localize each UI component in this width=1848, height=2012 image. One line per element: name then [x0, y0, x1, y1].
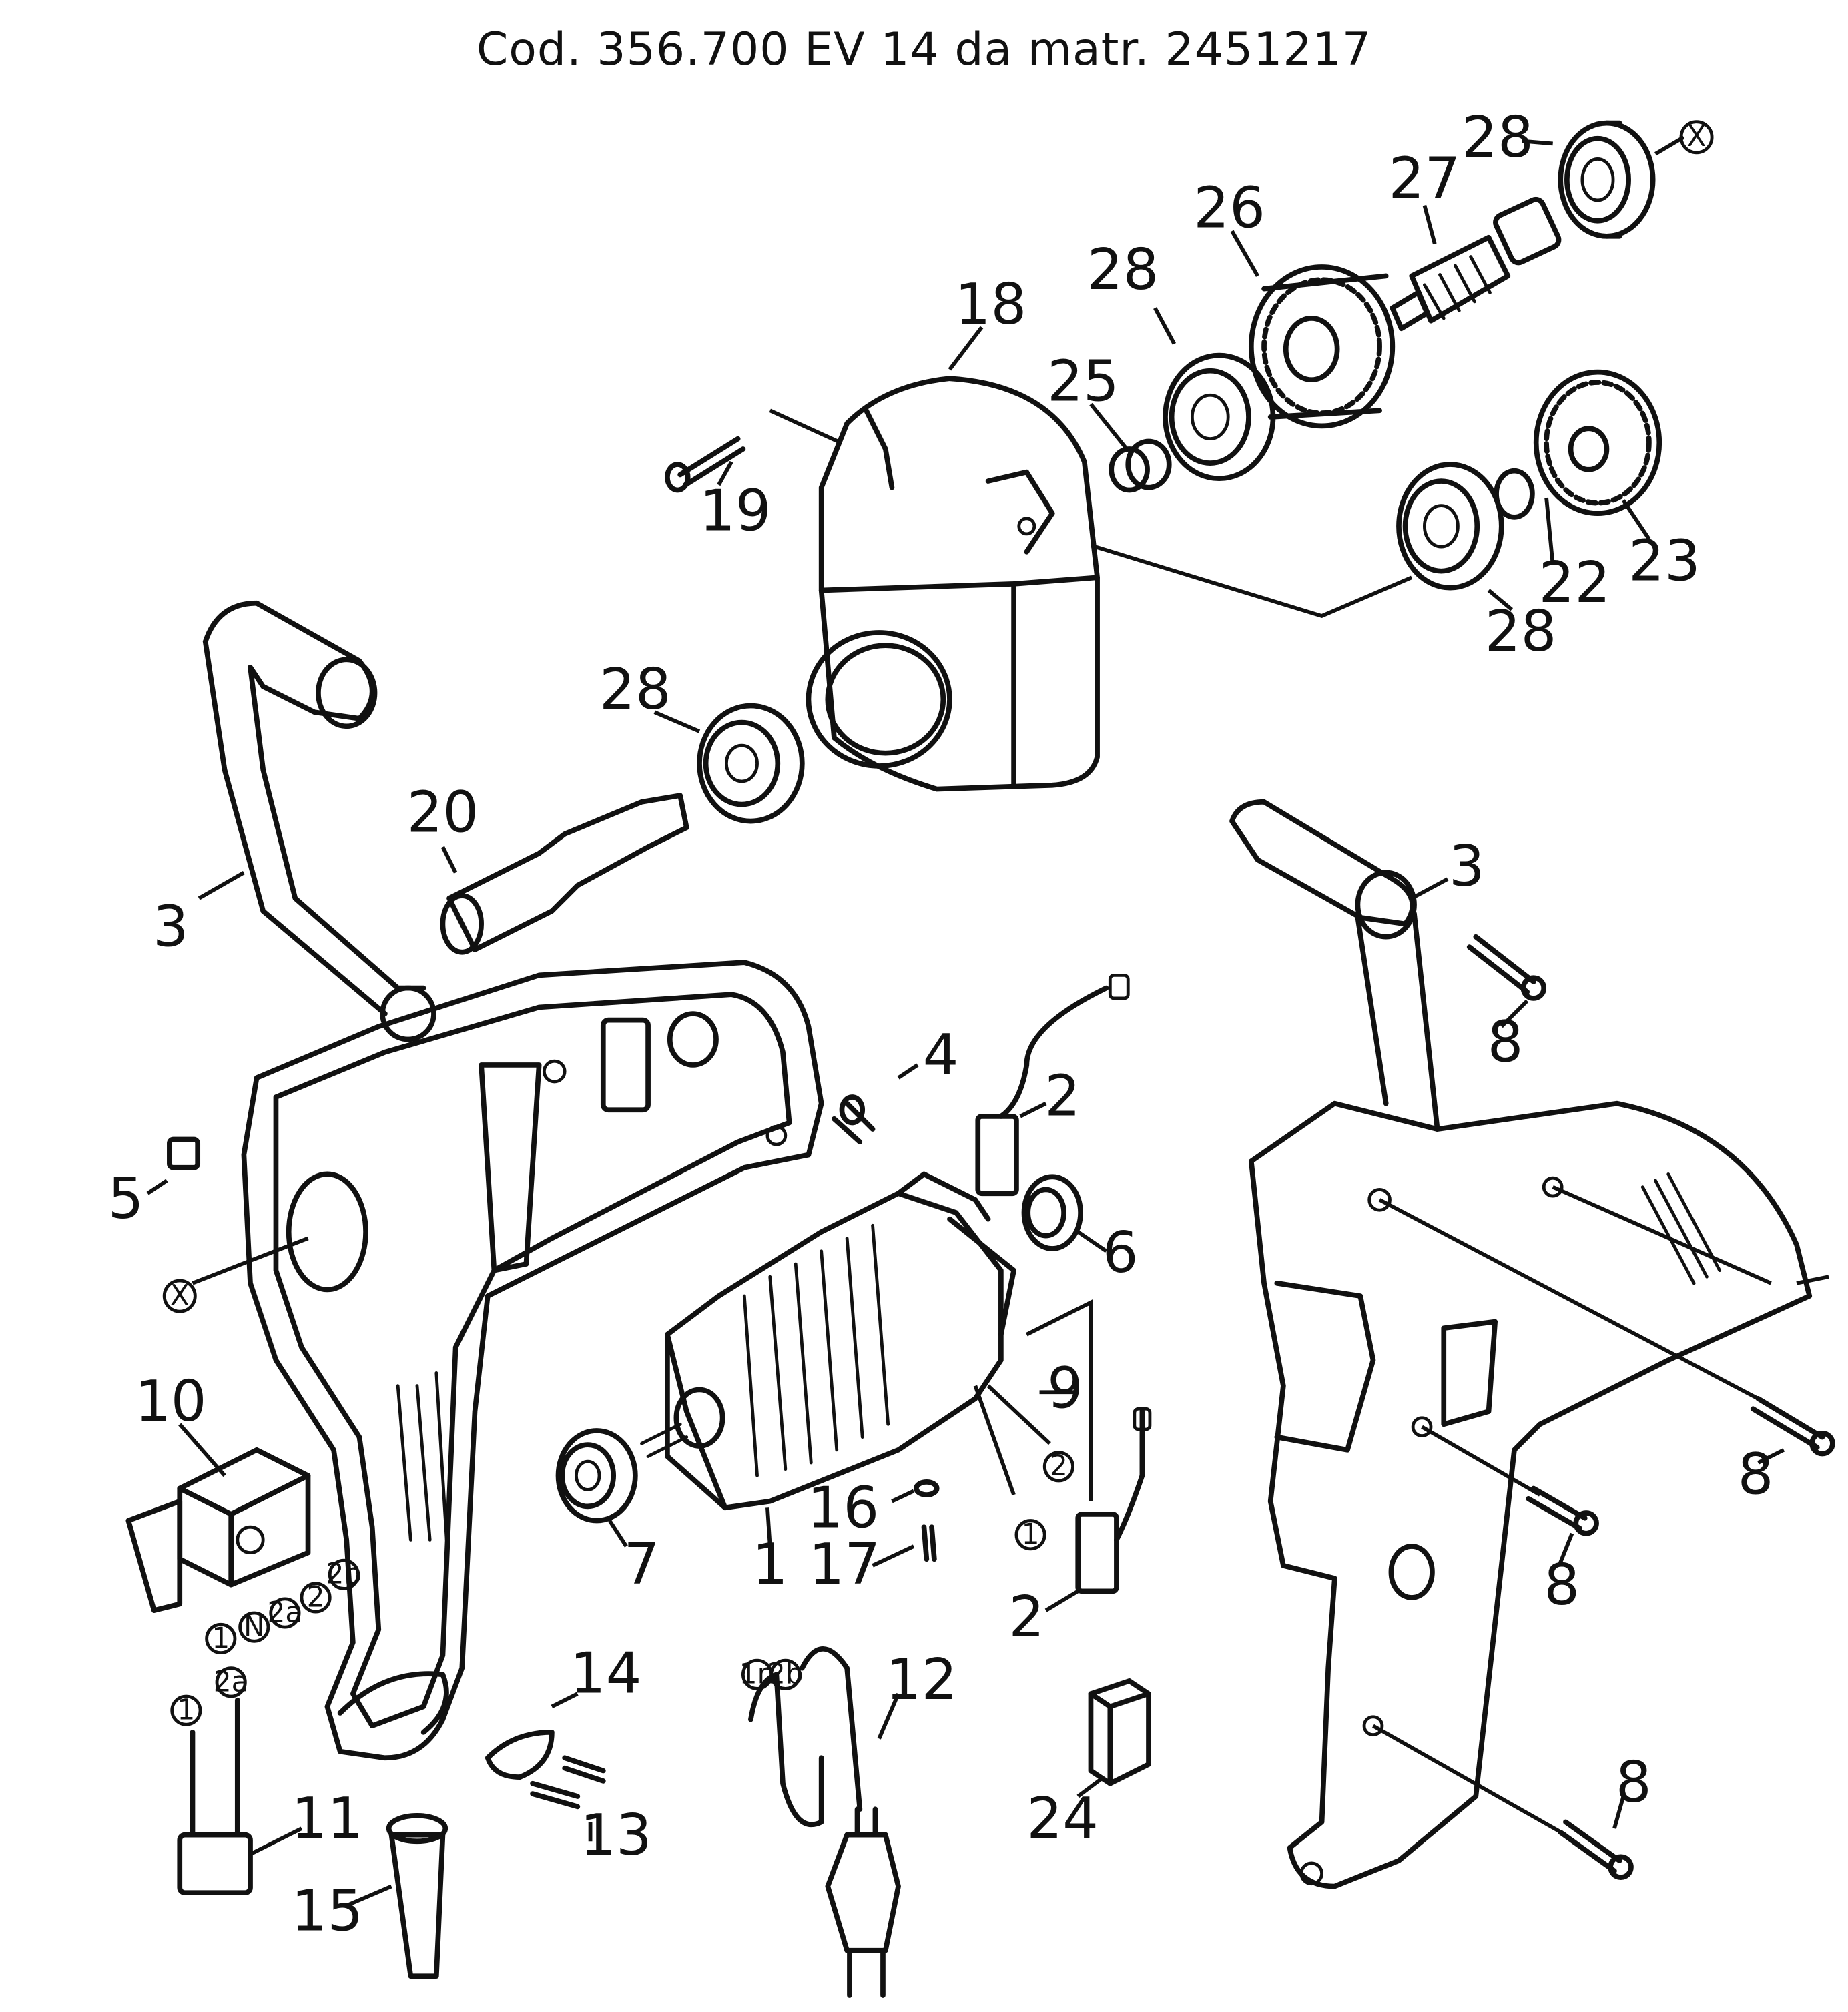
cable-clamp-14 — [485, 1729, 555, 1780]
housing-right-half — [1248, 1100, 1813, 1889]
label-part-2: 2 — [1008, 1584, 1044, 1650]
gear-26 — [1248, 264, 1396, 429]
bearing-28-right — [1396, 462, 1504, 591]
label-part-24: 24 — [1026, 1785, 1099, 1851]
circled-label: 2a — [268, 1596, 303, 1628]
shaft-20 — [440, 793, 689, 955]
circled-label: 1 — [1022, 1518, 1040, 1550]
label-part-25: 25 — [1047, 348, 1119, 414]
washer-16 — [914, 1479, 940, 1497]
handle-3-right — [1229, 799, 1440, 1132]
housing-left-half — [241, 960, 824, 1761]
bearing-7 — [555, 1428, 638, 1524]
label-part-14: 14 — [570, 1640, 642, 1706]
label-part-13: 13 — [580, 1802, 652, 1868]
label-part-8: 8 — [1738, 1441, 1774, 1507]
screw-17 — [921, 1524, 937, 1562]
label-part-20: 20 — [407, 779, 479, 845]
label-part-3: 3 — [1449, 833, 1485, 899]
handle-3-left — [202, 600, 436, 1042]
pin-4 — [832, 1094, 876, 1145]
label-part-18: 18 — [955, 271, 1027, 337]
label-part-10: 10 — [135, 1368, 207, 1434]
label-part-28: 28 — [599, 656, 671, 722]
pinion-shaft-27 — [1390, 196, 1562, 332]
bearing-28-left — [697, 703, 805, 824]
circled-label: N — [244, 1610, 265, 1643]
label-part-8: 8 — [1544, 1552, 1580, 1618]
label-part-2: 2 — [1044, 1062, 1081, 1128]
label-part-28: 28 — [1087, 236, 1159, 302]
carbon-brushes-24 — [1088, 1678, 1151, 1786]
label-part-4: 4 — [923, 1022, 959, 1088]
label-part-9: 9 — [1047, 1355, 1083, 1421]
label-part-8: 8 — [1616, 1749, 1652, 1815]
label-part-5: 5 — [108, 1165, 144, 1231]
brush-holder-2-bottom — [1075, 1407, 1152, 1594]
circled-label: 1n — [739, 1658, 776, 1690]
bearing-6 — [1021, 1174, 1083, 1251]
circled-references: X X 2 1 1 N 2a 2 2b 1 2a 1n 2b — [162, 120, 1714, 1726]
label-part-11: 11 — [292, 1785, 364, 1851]
circled-label: 2 — [307, 1580, 325, 1613]
label-part-15: 15 — [292, 1877, 364, 1943]
label-part-6: 6 — [1103, 1219, 1139, 1285]
label-part-28: 28 — [1462, 104, 1534, 170]
label-part-3: 3 — [153, 893, 189, 959]
label-part-28: 28 — [1485, 598, 1557, 664]
label-part-16: 16 — [808, 1475, 880, 1541]
label-part-1: 1 — [752, 1531, 788, 1597]
label-part-17: 17 — [808, 1531, 880, 1597]
bearing-28-mid — [1163, 352, 1276, 482]
circled-label: 2b — [326, 1558, 362, 1590]
bearing-28-top — [1558, 120, 1656, 239]
circled-label: 2a — [214, 1665, 249, 1698]
label-part-19: 19 — [699, 477, 772, 543]
diagram-title: Cod. 356.700 EV 14 da matr. 2451217 — [476, 23, 1372, 76]
gear-23 — [1533, 369, 1662, 516]
label-part-27: 27 — [1389, 145, 1461, 211]
circled-label: 1 — [177, 1694, 195, 1726]
motor-1 — [640, 1171, 1016, 1511]
screws-8 — [1466, 934, 1835, 1880]
screw-19 — [665, 436, 746, 493]
part-numbers: 1 2 2 3 3 4 5 6 7 8 8 8 8 9 10 11 12 13 … — [108, 104, 1774, 1943]
label-part-22: 22 — [1539, 549, 1611, 615]
cable-sleeve-15 — [386, 1812, 448, 1979]
circled-label: 2b — [767, 1658, 804, 1690]
leader-lines — [146, 135, 1829, 1908]
switch-10 — [125, 1447, 311, 1613]
capacitor-11 — [177, 1697, 253, 1896]
circled-label: X — [1687, 120, 1707, 153]
label-part-7: 7 — [624, 1531, 660, 1597]
circled-label: X — [170, 1279, 190, 1311]
nut-5 — [167, 1136, 201, 1170]
circled-label: 2 — [1050, 1449, 1068, 1482]
bushing-25 — [1109, 438, 1172, 493]
screws-13 — [530, 1755, 606, 1810]
circled-label: 1 — [212, 1622, 230, 1654]
brush-holder-2-top — [975, 973, 1130, 1197]
mains-plug-12 — [748, 1646, 901, 1998]
gear-cover-18 — [806, 376, 1100, 792]
label-part-26: 26 — [1193, 175, 1265, 241]
label-part-23: 23 — [1628, 527, 1701, 593]
label-part-12: 12 — [886, 1646, 958, 1712]
label-part-8: 8 — [1488, 1009, 1524, 1075]
